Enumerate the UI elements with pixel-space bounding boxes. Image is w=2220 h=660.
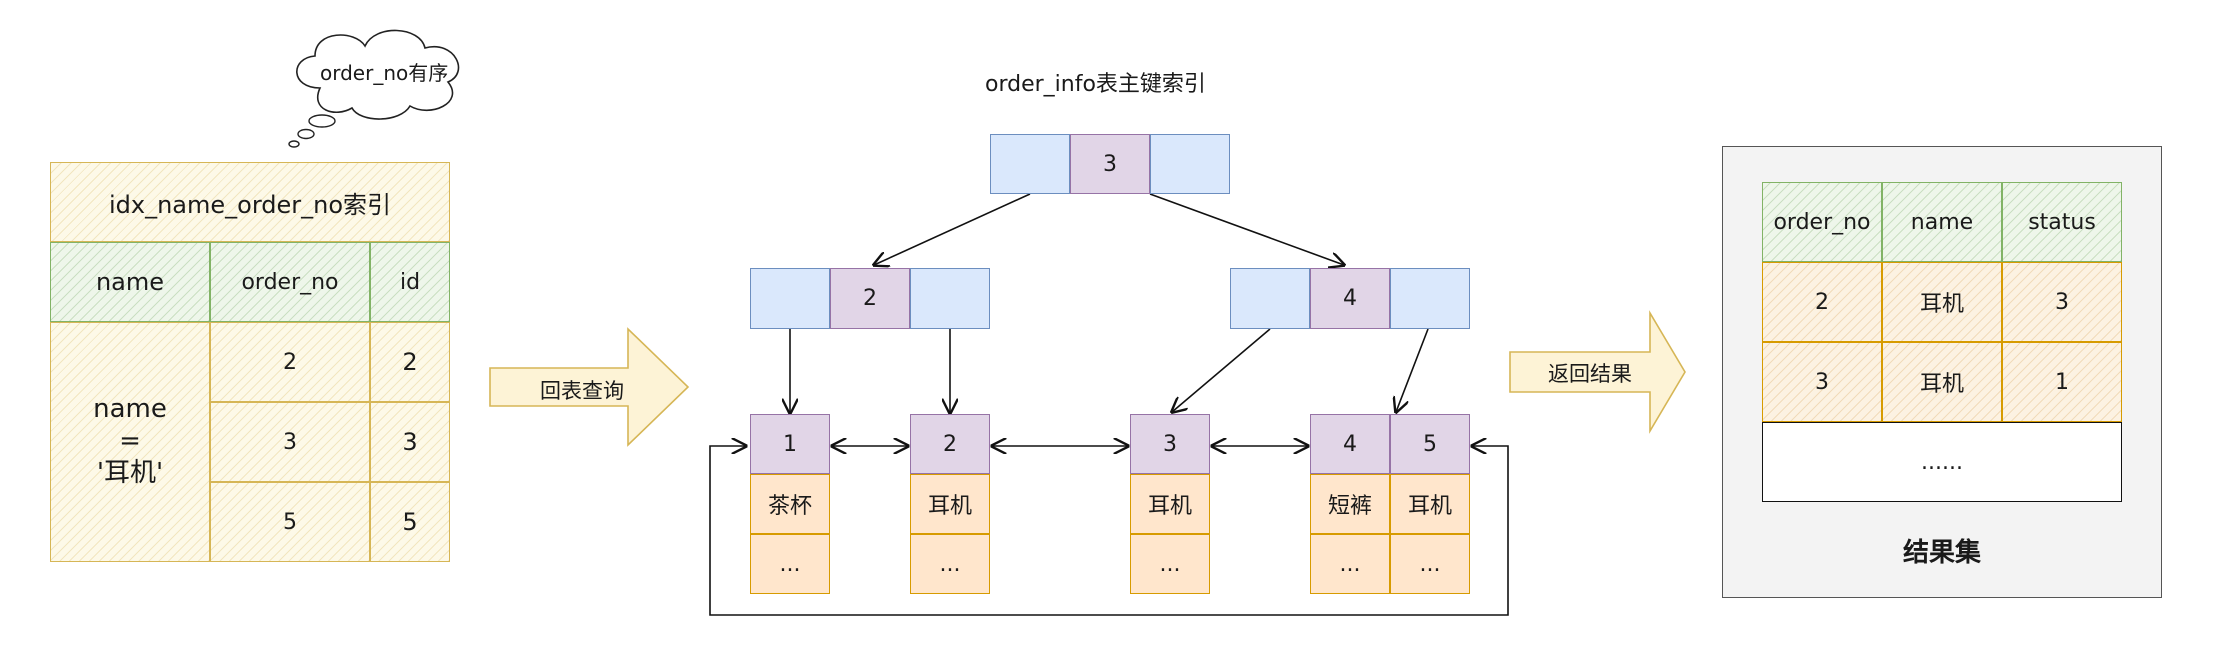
result-cell: 耳机 bbox=[1919, 372, 1964, 397]
return-result-label: 返回结果 bbox=[1548, 362, 1632, 386]
table-row: 2 bbox=[1762, 262, 1882, 342]
result-ellipsis: ...... bbox=[1921, 449, 1963, 475]
leaf-name: 短裤 bbox=[1310, 474, 1390, 534]
result-set-title: 结果集 bbox=[1902, 538, 1981, 568]
result-header-name: name bbox=[1910, 209, 1974, 235]
index-name-equals: = bbox=[119, 426, 141, 456]
index-header-name-cell: name bbox=[50, 242, 210, 322]
result-header-name-cell: name bbox=[1882, 182, 2002, 262]
result-header-order-no: order_no bbox=[1773, 209, 1871, 235]
leaf-id: 5 bbox=[1390, 414, 1470, 474]
table-row: 耳机 bbox=[1882, 342, 2002, 422]
leaf-name: 耳机 bbox=[1390, 474, 1470, 534]
return-result-arrow bbox=[1509, 310, 1686, 434]
edge-node4-leaf3 bbox=[1172, 328, 1271, 412]
result-ellipsis-row: ...... bbox=[1762, 422, 2122, 502]
index-row-order-no: 3 bbox=[283, 429, 297, 455]
internal-node-left-l bbox=[750, 268, 830, 329]
index-row-order-no: 5 bbox=[283, 509, 297, 535]
table-row: 3 bbox=[2002, 262, 2122, 342]
table-row: 2 bbox=[370, 322, 450, 402]
index-row-id: 2 bbox=[402, 348, 418, 376]
result-cell: 3 bbox=[1815, 369, 1829, 395]
table-row: 2 bbox=[210, 322, 370, 402]
edge-root-right bbox=[1149, 193, 1344, 265]
index-name-label: name bbox=[93, 394, 167, 424]
internal-node-left-r bbox=[910, 268, 990, 329]
result-cell: 耳机 bbox=[1919, 292, 1964, 317]
index-table-title: idx_name_order_no索引 bbox=[108, 190, 392, 219]
index-name-value: name = '耳机' bbox=[51, 393, 209, 489]
table-row: 3 bbox=[370, 402, 450, 482]
index-row-id: 3 bbox=[402, 428, 418, 456]
leaf-id: 1 bbox=[750, 414, 830, 474]
result-header-status: status bbox=[2028, 209, 2096, 235]
table-row: 耳机 bbox=[1882, 262, 2002, 342]
result-header-order-no-cell: order_no bbox=[1762, 182, 1882, 262]
leaf-name: 耳机 bbox=[910, 474, 990, 534]
result-cell: 3 bbox=[2055, 289, 2069, 315]
table-row: 3 bbox=[1762, 342, 1882, 422]
table-row: 3 bbox=[210, 402, 370, 482]
leaf-more: ... bbox=[1310, 534, 1390, 594]
table-row: 1 bbox=[2002, 342, 2122, 422]
leaf-more: ... bbox=[750, 534, 830, 594]
index-row-order-no: 2 bbox=[283, 349, 297, 375]
table-row: 5 bbox=[370, 482, 450, 562]
internal-node-right-r bbox=[1390, 268, 1470, 329]
edge-root-left bbox=[874, 193, 1031, 265]
leaf-id: 2 bbox=[910, 414, 990, 474]
leaf-more: ... bbox=[1390, 534, 1470, 594]
leaf-more: ... bbox=[910, 534, 990, 594]
index-header-id-cell: id bbox=[370, 242, 450, 322]
result-cell: 1 bbox=[2055, 369, 2069, 395]
result-header-status-cell: status bbox=[2002, 182, 2122, 262]
root-node-left bbox=[990, 134, 1070, 194]
index-header-id: id bbox=[399, 269, 421, 295]
table-row: 5 bbox=[210, 482, 370, 562]
index-table-title-cell: idx_name_order_no索引 bbox=[50, 162, 450, 242]
index-row-id: 5 bbox=[402, 508, 418, 536]
edge-node4-leaf45 bbox=[1396, 328, 1429, 412]
index-name-literal: '耳机' bbox=[96, 458, 164, 488]
index-name-merged-cell: name = '耳机' bbox=[50, 322, 210, 562]
leaf-more: ... bbox=[1130, 534, 1210, 594]
thought-bubble bbox=[288, 29, 460, 148]
leaf-name: 茶杯 bbox=[750, 474, 830, 534]
edge-wrap-around bbox=[709, 446, 1509, 616]
leaf-id: 3 bbox=[1130, 414, 1210, 474]
result-cell: 2 bbox=[1815, 289, 1829, 315]
root-node-right bbox=[1150, 134, 1230, 194]
pk-index-title: order_info表主键索引 bbox=[985, 72, 1206, 97]
leaf-name: 耳机 bbox=[1130, 474, 1210, 534]
back-to-table-arrow bbox=[489, 327, 690, 447]
index-header-name: name bbox=[95, 268, 165, 296]
root-node-key: 3 bbox=[1070, 134, 1150, 194]
index-header-order-no: order_no bbox=[241, 269, 339, 295]
leaf-id: 4 bbox=[1310, 414, 1390, 474]
thought-bubble-text: order_no有序 bbox=[320, 61, 449, 85]
internal-node-right-l bbox=[1230, 268, 1310, 329]
internal-node-key: 4 bbox=[1310, 268, 1390, 329]
index-header-order-no-cell: order_no bbox=[210, 242, 370, 322]
back-to-table-label: 回表查询 bbox=[540, 379, 624, 403]
internal-node-key: 2 bbox=[830, 268, 910, 329]
